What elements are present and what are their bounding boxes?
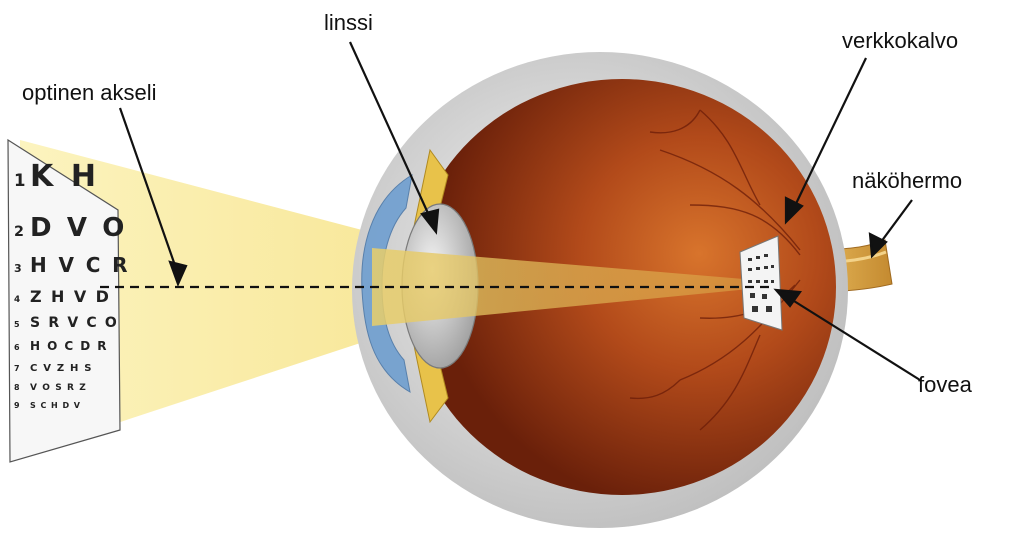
eye-chart-row-letters: H V C R bbox=[30, 253, 130, 277]
eye-chart-row-number: 4 bbox=[14, 295, 20, 305]
eye-chart-row-number: 9 bbox=[14, 401, 20, 410]
eye-chart-row-number: 6 bbox=[14, 343, 20, 352]
label-lens: linssi bbox=[324, 10, 373, 36]
eye-chart-row-letters: S C H D V bbox=[30, 401, 81, 410]
eye-chart-row-number: 3 bbox=[14, 262, 22, 275]
eye-chart-row-number: 5 bbox=[14, 320, 20, 329]
label-retina: verkkokalvo bbox=[842, 28, 958, 54]
eye-chart-row-number: 2 bbox=[14, 224, 24, 240]
eye-chart-row-letters: K H bbox=[30, 159, 100, 194]
eye-chart-row-letters: H O C D R bbox=[30, 339, 108, 353]
arrow-optic-nerve bbox=[878, 200, 912, 246]
eye-chart-row-letters: C V Z H S bbox=[30, 363, 93, 374]
label-optic-nerve: näköhermo bbox=[852, 168, 962, 194]
eye-chart-row-letters: D V O bbox=[30, 213, 128, 243]
eye-chart-row-number: 7 bbox=[14, 364, 20, 373]
eye-chart-row-letters: Z H V D bbox=[30, 287, 111, 306]
label-optical-axis: optinen akseli bbox=[22, 80, 157, 106]
eye-chart-row-number: 1 bbox=[14, 171, 25, 190]
label-fovea: fovea bbox=[918, 372, 972, 398]
retinal-image bbox=[740, 236, 782, 330]
eye-chart-row-letters: V O S R Z bbox=[30, 383, 87, 393]
eye-chart-row-number: 8 bbox=[14, 383, 20, 392]
eye-chart-row-letters: S R V C O bbox=[30, 315, 119, 331]
